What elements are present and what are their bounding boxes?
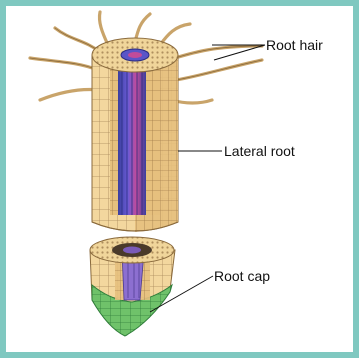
label-root-hair: Root hair xyxy=(266,37,323,53)
label-lateral-root: Lateral root xyxy=(224,143,295,159)
main-root xyxy=(92,38,178,232)
root-tip xyxy=(90,237,175,336)
label-root-cap: Root cap xyxy=(214,268,270,284)
